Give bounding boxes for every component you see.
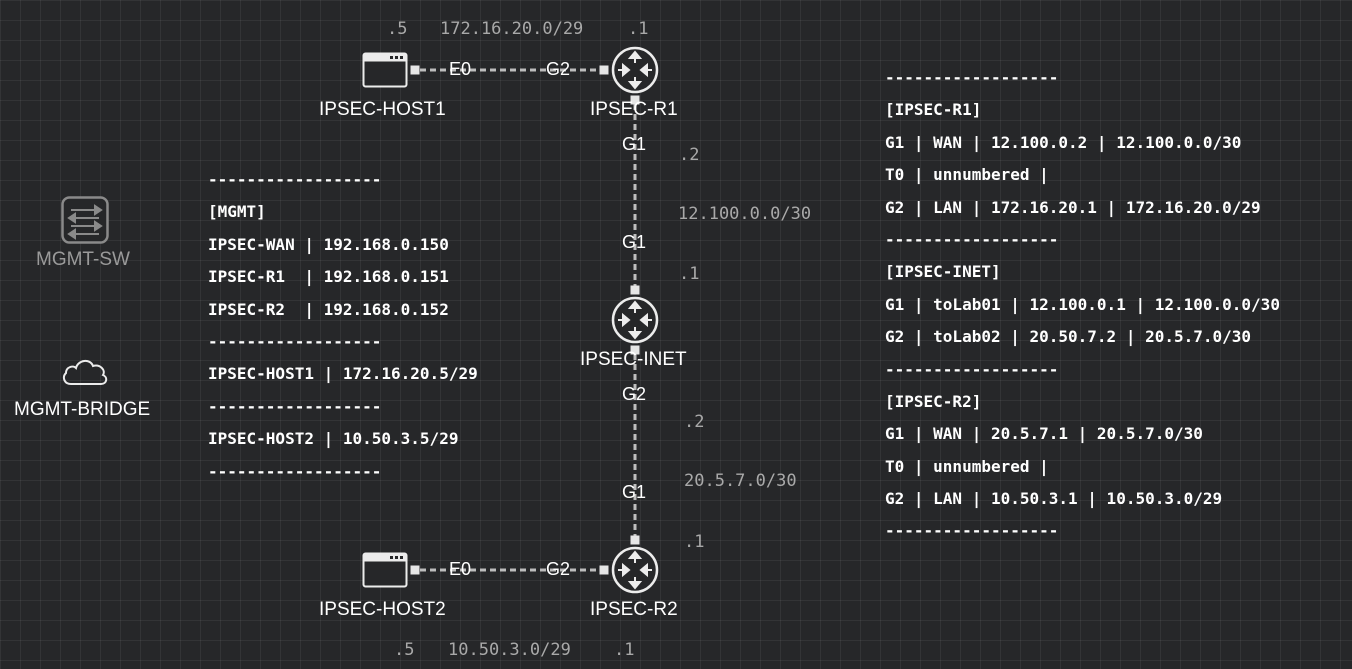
node-label-ipsec-host2: IPSEC-HOST2 bbox=[319, 599, 446, 620]
router-line: ------------------ bbox=[885, 359, 1059, 379]
node-ipsec-r1[interactable] bbox=[611, 46, 659, 94]
router-line: [IPSEC-R1] bbox=[885, 100, 982, 120]
link-endpoint bbox=[410, 565, 420, 575]
router-line: [IPSEC-INET] bbox=[885, 262, 1001, 282]
net-wan1-subnet: 12.100.0.0/30 bbox=[678, 204, 812, 224]
net-top-host-octet: .5 bbox=[387, 19, 408, 39]
cloud-icon bbox=[62, 360, 108, 385]
mgmt-line: ------------------ bbox=[208, 461, 382, 481]
link-endpoint bbox=[599, 565, 609, 575]
mgmt-line: IPSEC-HOST2 | 10.50.3.5/29 bbox=[208, 429, 459, 449]
node-ipsec-r2[interactable] bbox=[611, 546, 659, 594]
port-label-inet-g2: G2 bbox=[622, 384, 647, 404]
net-wan2-subnet: 20.5.7.0/30 bbox=[684, 471, 797, 491]
router-line: [IPSEC-R2] bbox=[885, 391, 982, 411]
net-top-router-octet: .1 bbox=[628, 19, 649, 39]
port-label-r1-g1: G1 bbox=[622, 134, 647, 154]
node-ipsec-host1[interactable] bbox=[362, 52, 408, 88]
port-label-inet-g1: G1 bbox=[622, 232, 647, 252]
router-line: ------------------ bbox=[885, 68, 1059, 87]
mgmt-line: IPSEC-R2 | 192.168.0.152 bbox=[208, 299, 449, 319]
mgmt-line: IPSEC-HOST1 | 172.16.20.5/29 bbox=[208, 364, 478, 384]
node-label-ipsec-r1: IPSEC-R1 bbox=[590, 99, 678, 120]
switch-icon bbox=[61, 196, 109, 244]
net-bottom-subnet: 10.50.3.0/29 bbox=[448, 640, 571, 660]
mgmt-line: ------------------ bbox=[208, 170, 382, 189]
node-ipsec-inet[interactable] bbox=[611, 296, 659, 344]
link-endpoint bbox=[630, 95, 640, 105]
router-interface-table: ------------------ [IPSEC-R1] G1 | WAN |… bbox=[885, 62, 1280, 548]
mgmt-line: IPSEC-WAN | 192.168.0.150 bbox=[208, 234, 449, 254]
link-endpoint bbox=[630, 345, 640, 355]
net-top-subnet: 172.16.20.0/29 bbox=[440, 19, 584, 39]
mgmt-line: ------------------ bbox=[208, 331, 382, 351]
net-wan2-inet-octet: .2 bbox=[684, 412, 705, 432]
router-icon bbox=[611, 296, 659, 344]
node-mgmt-sw[interactable] bbox=[61, 196, 109, 244]
link-endpoint bbox=[410, 65, 420, 75]
node-label-ipsec-inet: IPSEC-INET bbox=[580, 349, 687, 370]
mgmt-line: ------------------ bbox=[208, 396, 382, 416]
router-line: G1 | WAN | 20.5.7.1 | 20.5.7.0/30 bbox=[885, 424, 1203, 444]
link-endpoint bbox=[630, 285, 640, 295]
router-line: G2 | LAN | 172.16.20.1 | 172.16.20.0/29 bbox=[885, 197, 1261, 217]
router-line: ------------------ bbox=[885, 229, 1059, 249]
router-line: T0 | unnumbered | bbox=[885, 165, 1049, 185]
mgmt-line: [MGMT] bbox=[208, 202, 266, 222]
port-label-host2-e0: E0 bbox=[449, 559, 472, 579]
host-window-icon bbox=[362, 552, 408, 588]
net-bottom-router-octet: .1 bbox=[614, 640, 635, 660]
link-inet-r2[interactable] bbox=[630, 345, 640, 545]
port-label-host1-e0: E0 bbox=[449, 59, 472, 79]
router-line: G2 | LAN | 10.50.3.1 | 10.50.3.0/29 bbox=[885, 489, 1223, 509]
node-ipsec-host2[interactable] bbox=[362, 552, 408, 588]
node-mgmt-bridge[interactable] bbox=[60, 355, 110, 387]
net-wan2-r2-octet: .1 bbox=[684, 532, 705, 552]
router-line: G1 | toLab01 | 12.100.0.1 | 12.100.0.0/3… bbox=[885, 294, 1280, 314]
router-line: G2 | toLab02 | 20.50.7.2 | 20.5.7.0/30 bbox=[885, 327, 1252, 347]
node-label-ipsec-host1: IPSEC-HOST1 bbox=[319, 99, 446, 120]
link-endpoint bbox=[599, 65, 609, 75]
net-wan1-r1-octet: .2 bbox=[679, 145, 700, 165]
router-icon bbox=[611, 46, 659, 94]
link-endpoint bbox=[630, 535, 640, 545]
router-icon bbox=[611, 546, 659, 594]
router-line: ------------------ bbox=[885, 521, 1059, 541]
link-r1-inet[interactable] bbox=[630, 95, 640, 295]
node-label-mgmt-bridge: MGMT-BRIDGE bbox=[14, 399, 151, 420]
mgmt-line: IPSEC-R1 | 192.168.0.151 bbox=[208, 267, 449, 287]
link-host2-r2[interactable] bbox=[410, 565, 609, 575]
port-label-r2-g2: G2 bbox=[546, 559, 571, 579]
port-label-r2-g1: G1 bbox=[622, 482, 647, 502]
net-wan1-inet-octet: .1 bbox=[679, 264, 700, 284]
port-label-r1-g2: G2 bbox=[546, 59, 571, 79]
node-label-ipsec-r2: IPSEC-R2 bbox=[590, 599, 678, 620]
host-window-icon bbox=[362, 52, 408, 88]
node-label-mgmt-sw: MGMT-SW bbox=[36, 249, 130, 270]
link-host1-r1[interactable] bbox=[410, 65, 609, 75]
net-bottom-host-octet: .5 bbox=[394, 640, 415, 660]
router-line: G1 | WAN | 12.100.0.2 | 12.100.0.0/30 bbox=[885, 132, 1242, 152]
mgmt-address-table: ------------------ [MGMT] IPSEC-WAN | 19… bbox=[208, 164, 478, 488]
router-line: T0 | unnumbered | bbox=[885, 456, 1049, 476]
